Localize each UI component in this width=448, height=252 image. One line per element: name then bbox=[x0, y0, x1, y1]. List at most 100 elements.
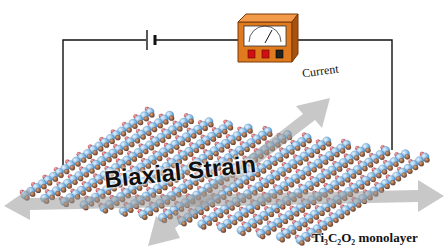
atom bbox=[244, 212, 249, 217]
atom bbox=[277, 223, 282, 228]
atom bbox=[393, 162, 398, 167]
atom bbox=[360, 152, 365, 157]
atom bbox=[41, 184, 46, 189]
atom bbox=[224, 209, 229, 214]
atom bbox=[204, 206, 209, 211]
atom bbox=[309, 185, 314, 190]
atom bbox=[289, 215, 294, 220]
atom bbox=[351, 206, 356, 211]
atom bbox=[337, 167, 342, 172]
atom bbox=[399, 158, 404, 163]
atom bbox=[154, 207, 159, 212]
atom bbox=[129, 142, 134, 147]
atom bbox=[177, 126, 182, 131]
atom bbox=[250, 143, 255, 148]
atom bbox=[272, 161, 277, 166]
atom bbox=[144, 116, 149, 121]
atom bbox=[424, 157, 429, 162]
atom bbox=[307, 138, 312, 143]
current-label: Current bbox=[301, 62, 339, 82]
atom bbox=[128, 208, 133, 213]
atom bbox=[205, 140, 210, 145]
atom bbox=[267, 132, 272, 137]
atom bbox=[208, 122, 213, 127]
atom bbox=[138, 153, 143, 158]
atom bbox=[249, 209, 254, 214]
atom bbox=[152, 127, 157, 132]
atom bbox=[242, 132, 247, 137]
atom bbox=[374, 159, 379, 164]
atom bbox=[346, 145, 351, 150]
atom bbox=[382, 169, 387, 174]
atom bbox=[58, 173, 63, 178]
atom bbox=[183, 123, 188, 128]
atom bbox=[81, 191, 86, 196]
atom bbox=[326, 174, 331, 179]
circuit-wire bbox=[63, 40, 392, 165]
atom bbox=[182, 188, 187, 193]
atom bbox=[351, 174, 356, 179]
atom bbox=[232, 220, 237, 225]
atom bbox=[320, 211, 325, 216]
atom bbox=[244, 180, 249, 185]
atom bbox=[127, 127, 132, 132]
atom bbox=[284, 153, 289, 158]
atom bbox=[339, 214, 344, 219]
atom bbox=[225, 144, 230, 149]
battery-symbol bbox=[147, 30, 155, 50]
atom bbox=[207, 221, 212, 226]
atom bbox=[228, 125, 233, 130]
atom bbox=[334, 185, 339, 190]
atom bbox=[283, 186, 288, 191]
atom bbox=[112, 153, 117, 158]
atom bbox=[306, 171, 311, 176]
atom bbox=[331, 203, 336, 208]
atom bbox=[317, 163, 322, 168]
atom bbox=[142, 215, 147, 220]
atom bbox=[193, 214, 198, 219]
atom bbox=[302, 222, 307, 227]
atom bbox=[256, 139, 261, 144]
atom bbox=[47, 180, 52, 185]
atom bbox=[413, 165, 418, 170]
atom bbox=[325, 207, 330, 212]
atom bbox=[340, 181, 345, 186]
atom bbox=[419, 161, 424, 166]
ammeter-symbol bbox=[238, 14, 298, 62]
atom bbox=[280, 204, 285, 209]
atom bbox=[61, 187, 66, 192]
atom bbox=[322, 225, 327, 230]
atom bbox=[267, 165, 272, 170]
atom bbox=[98, 179, 103, 184]
atom bbox=[388, 166, 393, 171]
atom bbox=[345, 210, 350, 215]
atom bbox=[323, 160, 328, 165]
atom bbox=[218, 213, 223, 218]
atom bbox=[89, 168, 94, 173]
atom bbox=[78, 176, 83, 181]
atom bbox=[240, 231, 245, 236]
atom bbox=[312, 167, 317, 172]
atom bbox=[407, 169, 412, 174]
atom bbox=[271, 226, 276, 231]
atom bbox=[379, 155, 384, 160]
atom bbox=[261, 168, 266, 173]
atom bbox=[169, 116, 174, 121]
atom bbox=[345, 177, 350, 182]
atom bbox=[124, 146, 129, 151]
atom bbox=[295, 146, 300, 151]
atom bbox=[359, 184, 364, 189]
atom bbox=[289, 149, 294, 154]
atom bbox=[368, 162, 373, 167]
atom bbox=[343, 163, 348, 168]
atom bbox=[98, 146, 103, 151]
atom bbox=[314, 215, 319, 220]
atom bbox=[84, 172, 89, 177]
atom bbox=[81, 158, 86, 163]
atom bbox=[230, 205, 235, 210]
atom bbox=[354, 155, 359, 160]
atom bbox=[269, 212, 274, 217]
atom bbox=[76, 161, 81, 166]
atom bbox=[315, 149, 320, 154]
atom bbox=[263, 216, 268, 221]
